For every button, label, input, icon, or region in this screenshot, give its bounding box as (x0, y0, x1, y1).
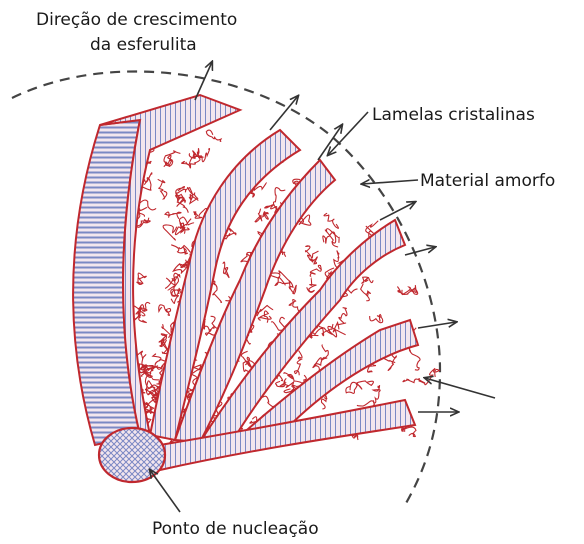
amorphous-chain (361, 284, 371, 301)
amorphous-chain (373, 385, 380, 403)
amorphous-chain (165, 212, 181, 219)
amorphous-chain (370, 315, 383, 323)
amorphous-chain (346, 382, 357, 393)
growth-arrow-2 (270, 96, 298, 130)
nucleation-point-shape (99, 428, 165, 482)
crystalline-lamellae (73, 95, 418, 470)
label-growth-direction-line1: Direção de crescimento (36, 10, 237, 30)
amorphous-chain (181, 157, 200, 168)
lamella-3 (150, 130, 300, 440)
amorphous-chain (409, 346, 420, 370)
amorphous-chain (138, 200, 156, 211)
amorphous-chain (324, 213, 339, 228)
growth-arrow-1 (195, 62, 212, 100)
amorphous-chain (206, 130, 221, 141)
label-amorphous-material: Material amorfo (420, 171, 555, 191)
amorphous-chain (137, 273, 146, 284)
amorphous-chain (255, 209, 262, 222)
amorphous-chain (223, 262, 229, 277)
amorphous-chain (356, 381, 373, 390)
callout-nucleation (150, 470, 180, 512)
amorphous-chain (258, 311, 271, 323)
label-crystalline-lamellae: Lamelas cristalinas (372, 105, 535, 125)
growth-arrow-5 (405, 247, 435, 255)
amorphous-chain (263, 212, 269, 220)
amorphous-chain (295, 351, 303, 376)
amorphous-chain (307, 278, 317, 292)
callout-amorphous-2 (425, 378, 495, 398)
amorphous-chain (158, 179, 167, 199)
amorphous-chain (403, 379, 425, 383)
amorphous-chain (310, 265, 322, 276)
amorphous-chain (163, 225, 177, 240)
amorphous-chain (284, 373, 306, 383)
label-nucleation-point: Ponto de nucleação (152, 519, 319, 539)
amorphous-chain (276, 381, 287, 386)
amorphous-chain (137, 218, 151, 228)
amorphous-chain (159, 305, 171, 316)
amorphous-chain (362, 277, 373, 283)
amorphous-chain (275, 277, 290, 289)
amorphous-chain (166, 155, 173, 166)
amorphous-chain (179, 217, 194, 228)
label-growth-direction-line2: da esferulita (90, 35, 197, 55)
callout-lamellae (328, 112, 368, 155)
growth-arrow-6 (418, 322, 456, 328)
callout-amorphous (362, 180, 418, 184)
amorphous-chain (337, 308, 347, 325)
